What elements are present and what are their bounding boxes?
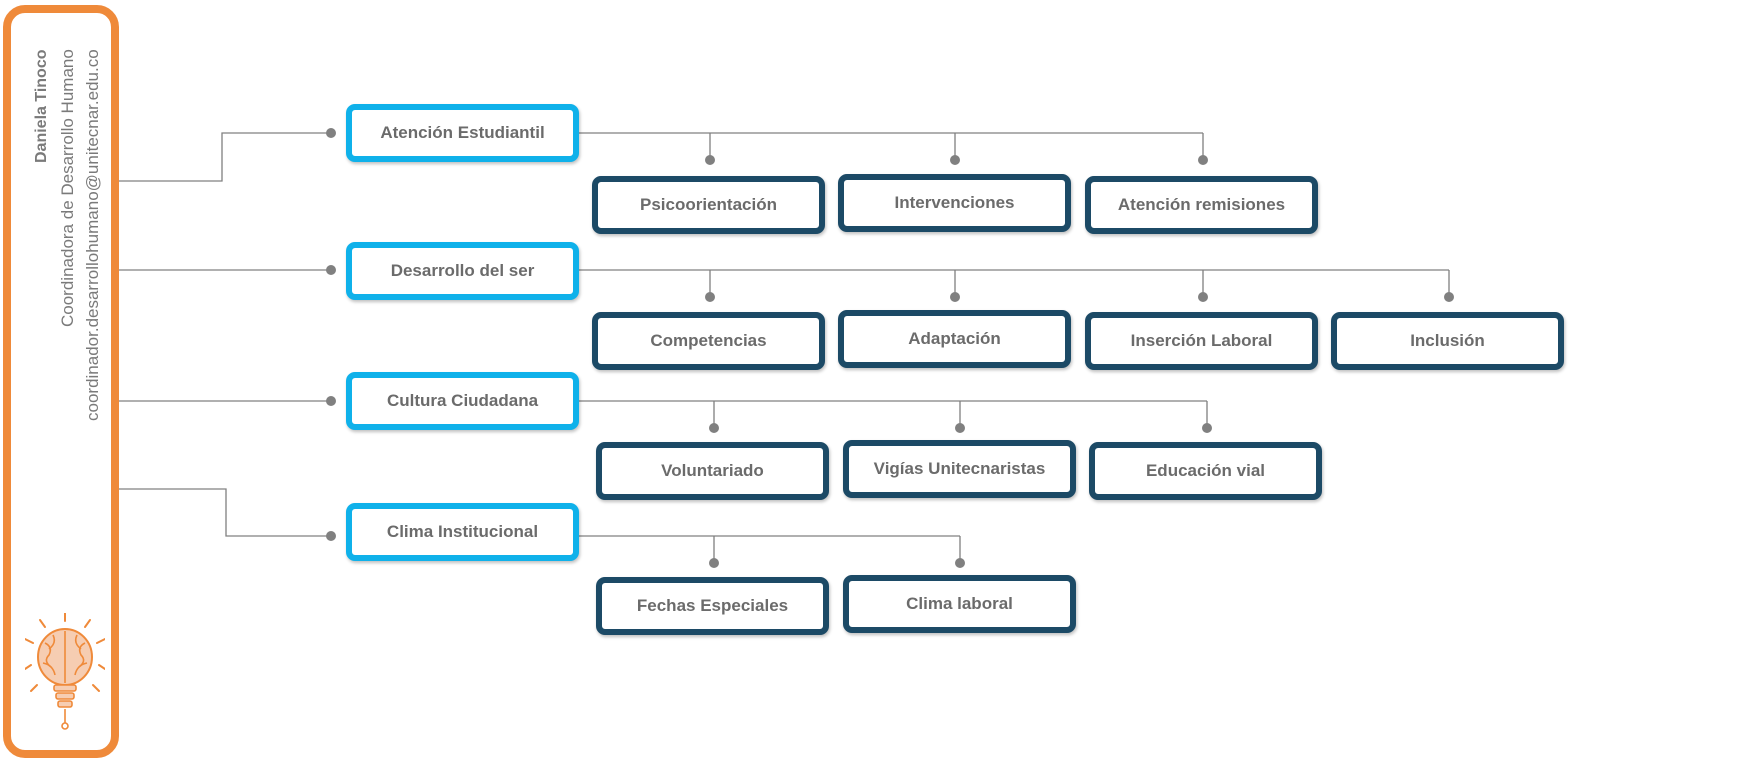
category-label: Atención Estudiantil (380, 123, 545, 142)
connector-sidebar-to-category (111, 132, 330, 182)
category-label: Clima Institucional (386, 522, 539, 541)
connector-dot (955, 558, 965, 568)
connector-dot (709, 423, 719, 433)
connector-dot (705, 155, 715, 165)
connector-dot (709, 558, 719, 568)
subitem-label: Clima laboral (906, 594, 1013, 613)
subitem-insercion-laboral: Inserción Laboral (1085, 312, 1318, 370)
subitem-adaptacion: Adaptación (838, 310, 1071, 368)
subitem-intervenciones: Intervenciones (838, 174, 1071, 232)
connector-dot (1444, 292, 1454, 302)
contact-role: Coordinadora de Desarrollo Humano (58, 49, 77, 327)
subitem-voluntariado: Voluntariado (596, 442, 829, 500)
connector-dot (950, 292, 960, 302)
subitem-fechas-especiales: Fechas Especiales (596, 577, 829, 635)
contact-card: Daniela Tinoco Coordinadora de Desarroll… (33, 49, 111, 479)
connector-sidebar-to-category (111, 488, 330, 537)
connector-dot (1202, 423, 1212, 433)
subitem-inclusion: Inclusión (1331, 312, 1564, 370)
connector-dot (326, 265, 336, 275)
subitem-clima-laboral: Clima laboral (843, 575, 1076, 633)
category-desarrollo-del-ser: Desarrollo del ser (346, 242, 579, 300)
subitem-label: Vigías Unitecnaristas (873, 459, 1046, 478)
connector-dot (950, 155, 960, 165)
connector-dot (955, 423, 965, 433)
subitem-educacion-vial: Educación vial (1089, 442, 1322, 500)
connector-dot (1198, 155, 1208, 165)
category-atencion-estudiantil: Atención Estudiantil (346, 104, 579, 162)
brain-lightbulb-icon (25, 613, 105, 730)
connector-dot (326, 396, 336, 406)
connector-dot (326, 531, 336, 541)
subitem-vigias-unitecnaristas: Vigías Unitecnaristas (843, 440, 1076, 498)
subitem-label: Fechas Especiales (636, 596, 789, 615)
category-label: Desarrollo del ser (390, 261, 535, 280)
subitem-competencias: Competencias (592, 312, 825, 370)
subitem-label: Inserción Laboral (1130, 331, 1273, 350)
subitem-psicoorientacion: Psicoorientación (592, 176, 825, 234)
subitem-atencion-remisiones: Atención remisiones (1085, 176, 1318, 234)
category-cultura-ciudadana: Cultura Ciudadana (346, 372, 579, 430)
category-clima-institucional: Clima Institucional (346, 503, 579, 561)
contact-sidebar: Daniela Tinoco Coordinadora de Desarroll… (3, 5, 119, 758)
subitem-label: Atención remisiones (1117, 195, 1286, 214)
subitem-label: Competencias (650, 331, 767, 350)
subitem-label: Psicoorientación (640, 195, 777, 214)
connector-dot (326, 128, 336, 138)
contact-email: coordinador.desarrollohumano@unitecnar.e… (83, 49, 102, 421)
subitem-label: Voluntariado (661, 461, 764, 480)
subitem-label: Adaptación (908, 329, 1001, 348)
contact-name: Daniela Tinoco (33, 49, 50, 163)
subitem-label: Educación vial (1145, 461, 1266, 480)
category-label: Cultura Ciudadana (386, 391, 539, 410)
connector-dot (1198, 292, 1208, 302)
connector-dot (705, 292, 715, 302)
subitem-label: Inclusión (1410, 331, 1485, 350)
subitem-label: Intervenciones (894, 193, 1015, 212)
